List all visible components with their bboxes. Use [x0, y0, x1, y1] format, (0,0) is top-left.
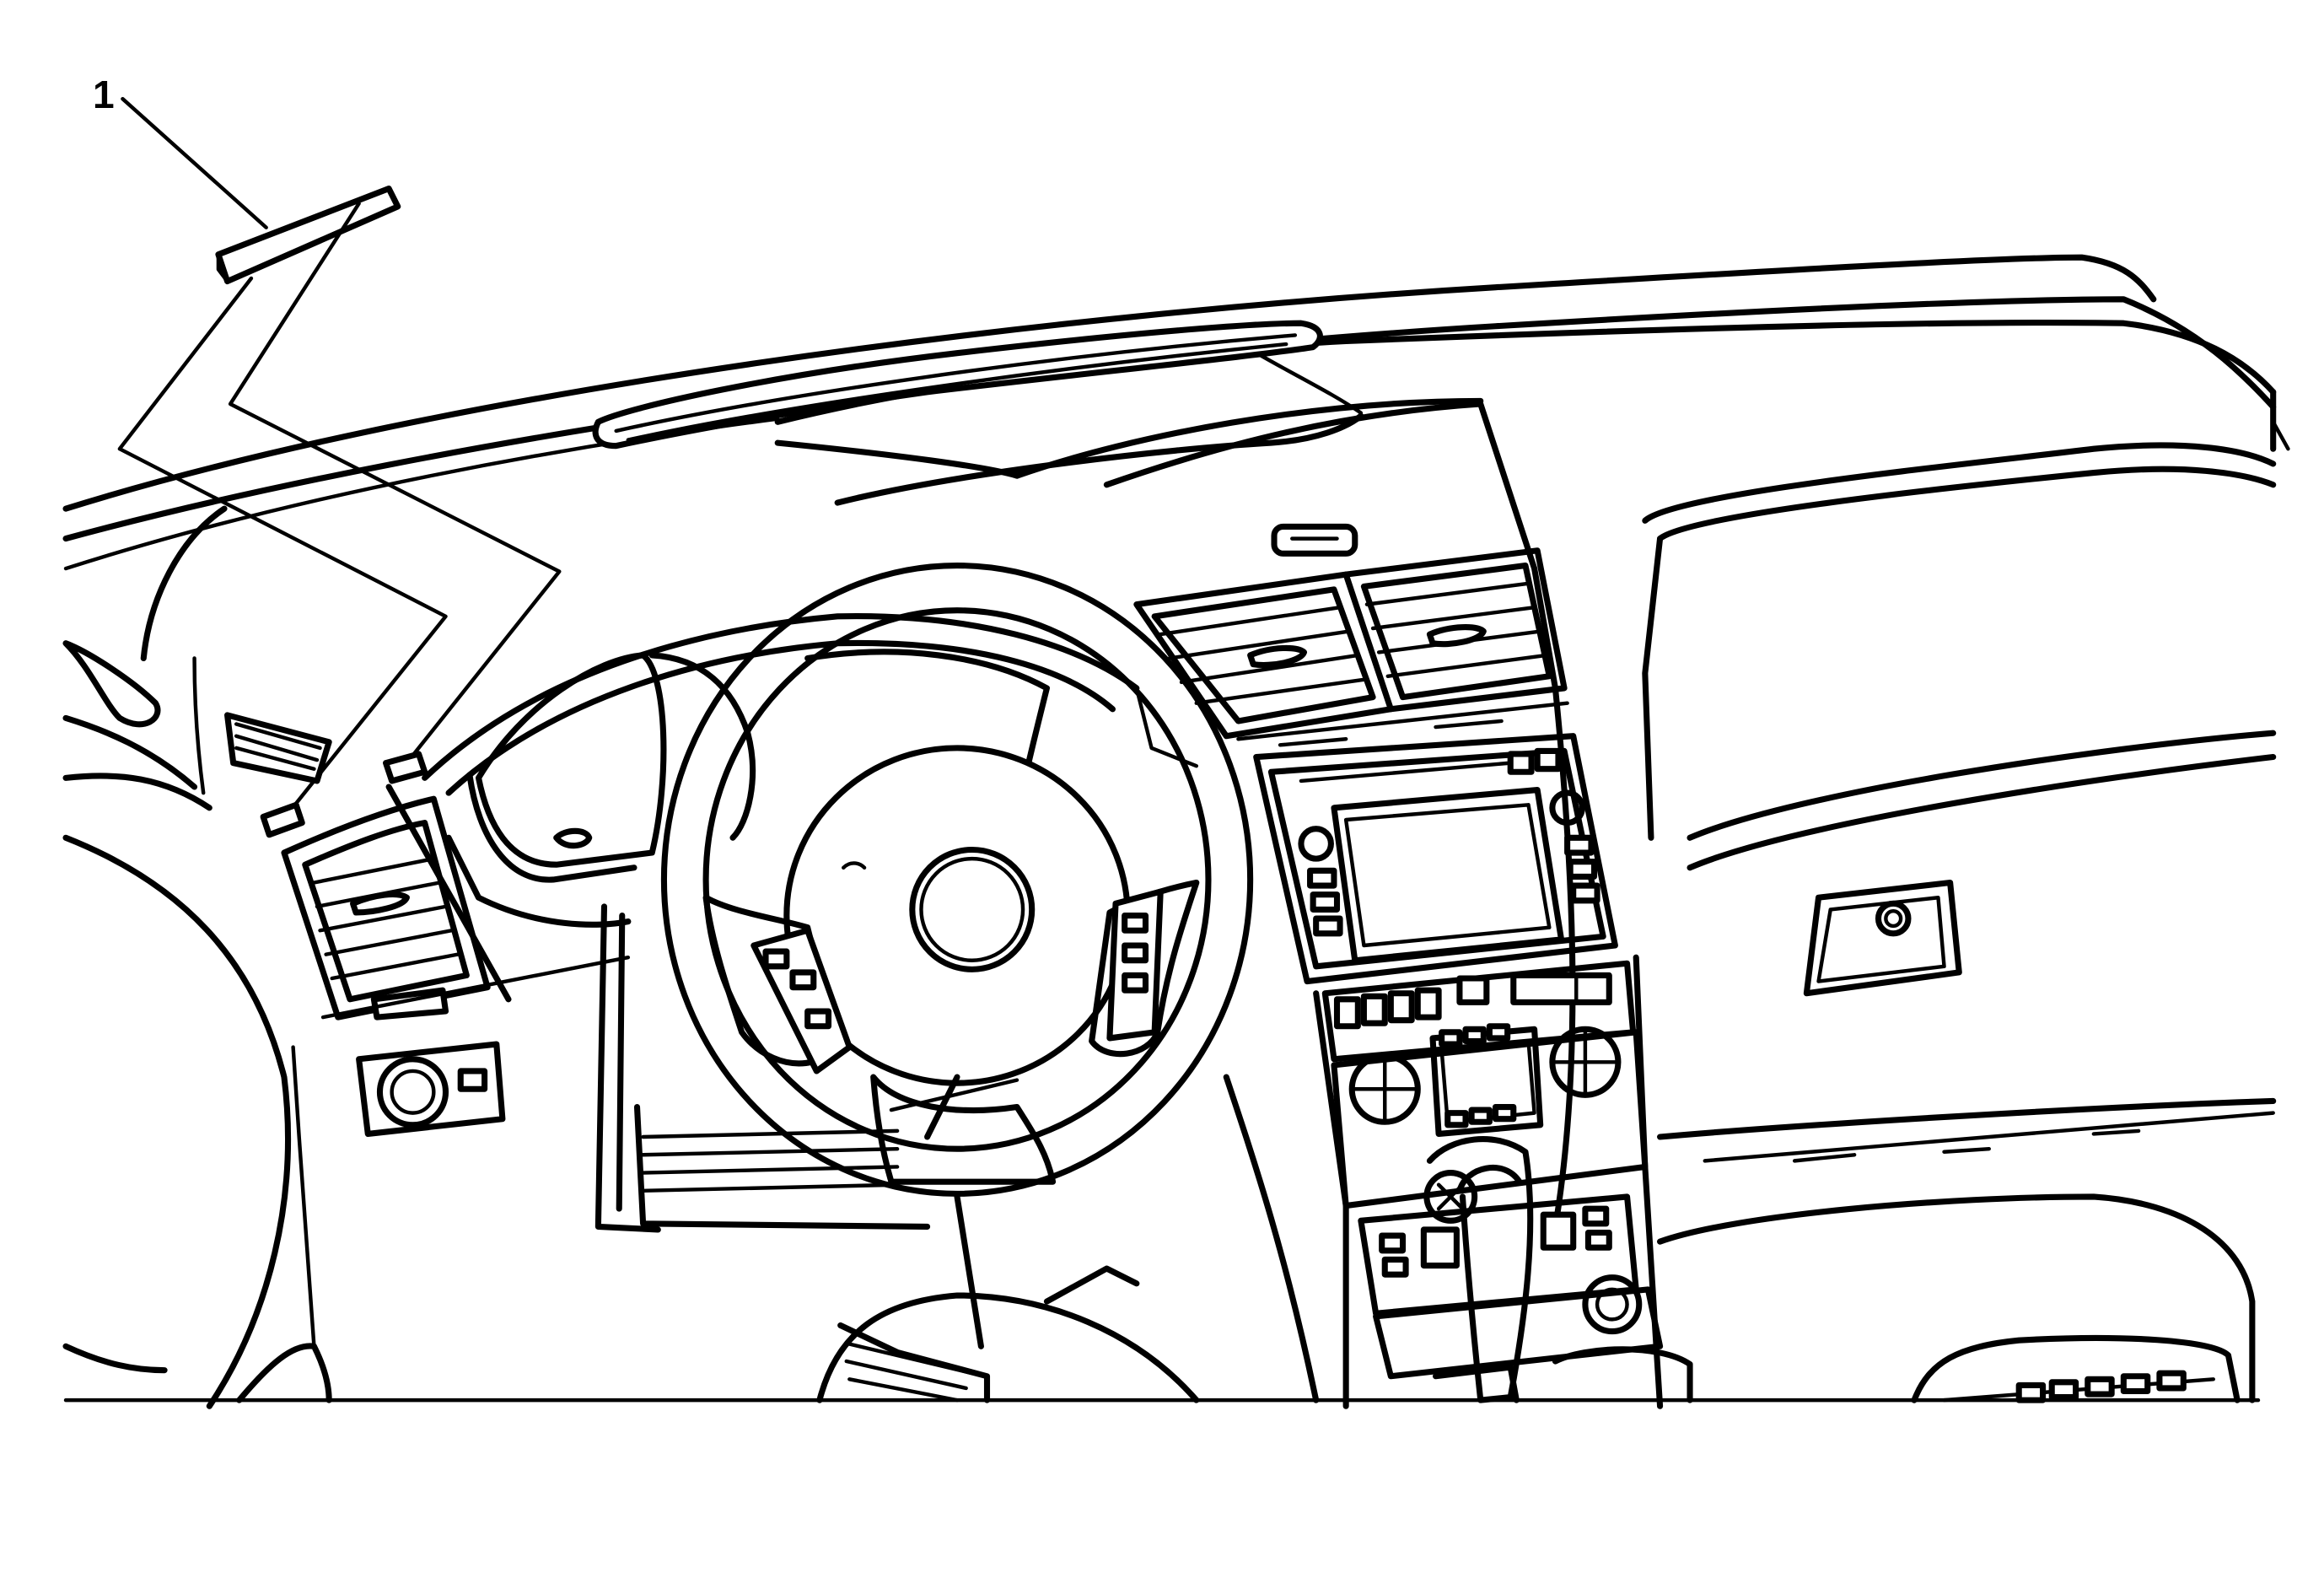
- left-seat: [816, 1074, 1320, 1403]
- side-demister-vent: [224, 712, 332, 784]
- steering-column: [594, 903, 984, 1349]
- installation-lines: [117, 202, 562, 828]
- center-defroster-vent: [592, 320, 1323, 450]
- left-air-outlet: [281, 795, 491, 1021]
- center-air-outlets: [1133, 547, 1569, 747]
- instrument-cluster: [385, 613, 1199, 1003]
- callout-label-1: 1: [93, 73, 115, 116]
- right-dash-panel: [1642, 442, 2277, 1163]
- center-console: [1313, 954, 1693, 1409]
- right-seat: [1657, 1193, 2256, 1403]
- center-button-row: [1321, 960, 1637, 1063]
- headlamp-switch: [356, 1041, 506, 1137]
- windshield-and-dash-top: [62, 254, 2290, 571]
- defroster-grille-part: [215, 186, 401, 285]
- left-lower-dash: [62, 834, 631, 1409]
- left-a-pillar-area: [62, 505, 228, 811]
- left-dash-slots: [260, 751, 428, 838]
- leader-line: [121, 96, 268, 229]
- glove-box-handle: [1803, 879, 1962, 997]
- radio-navigation-unit: [1253, 733, 1618, 985]
- callout-1: 1: [93, 73, 268, 229]
